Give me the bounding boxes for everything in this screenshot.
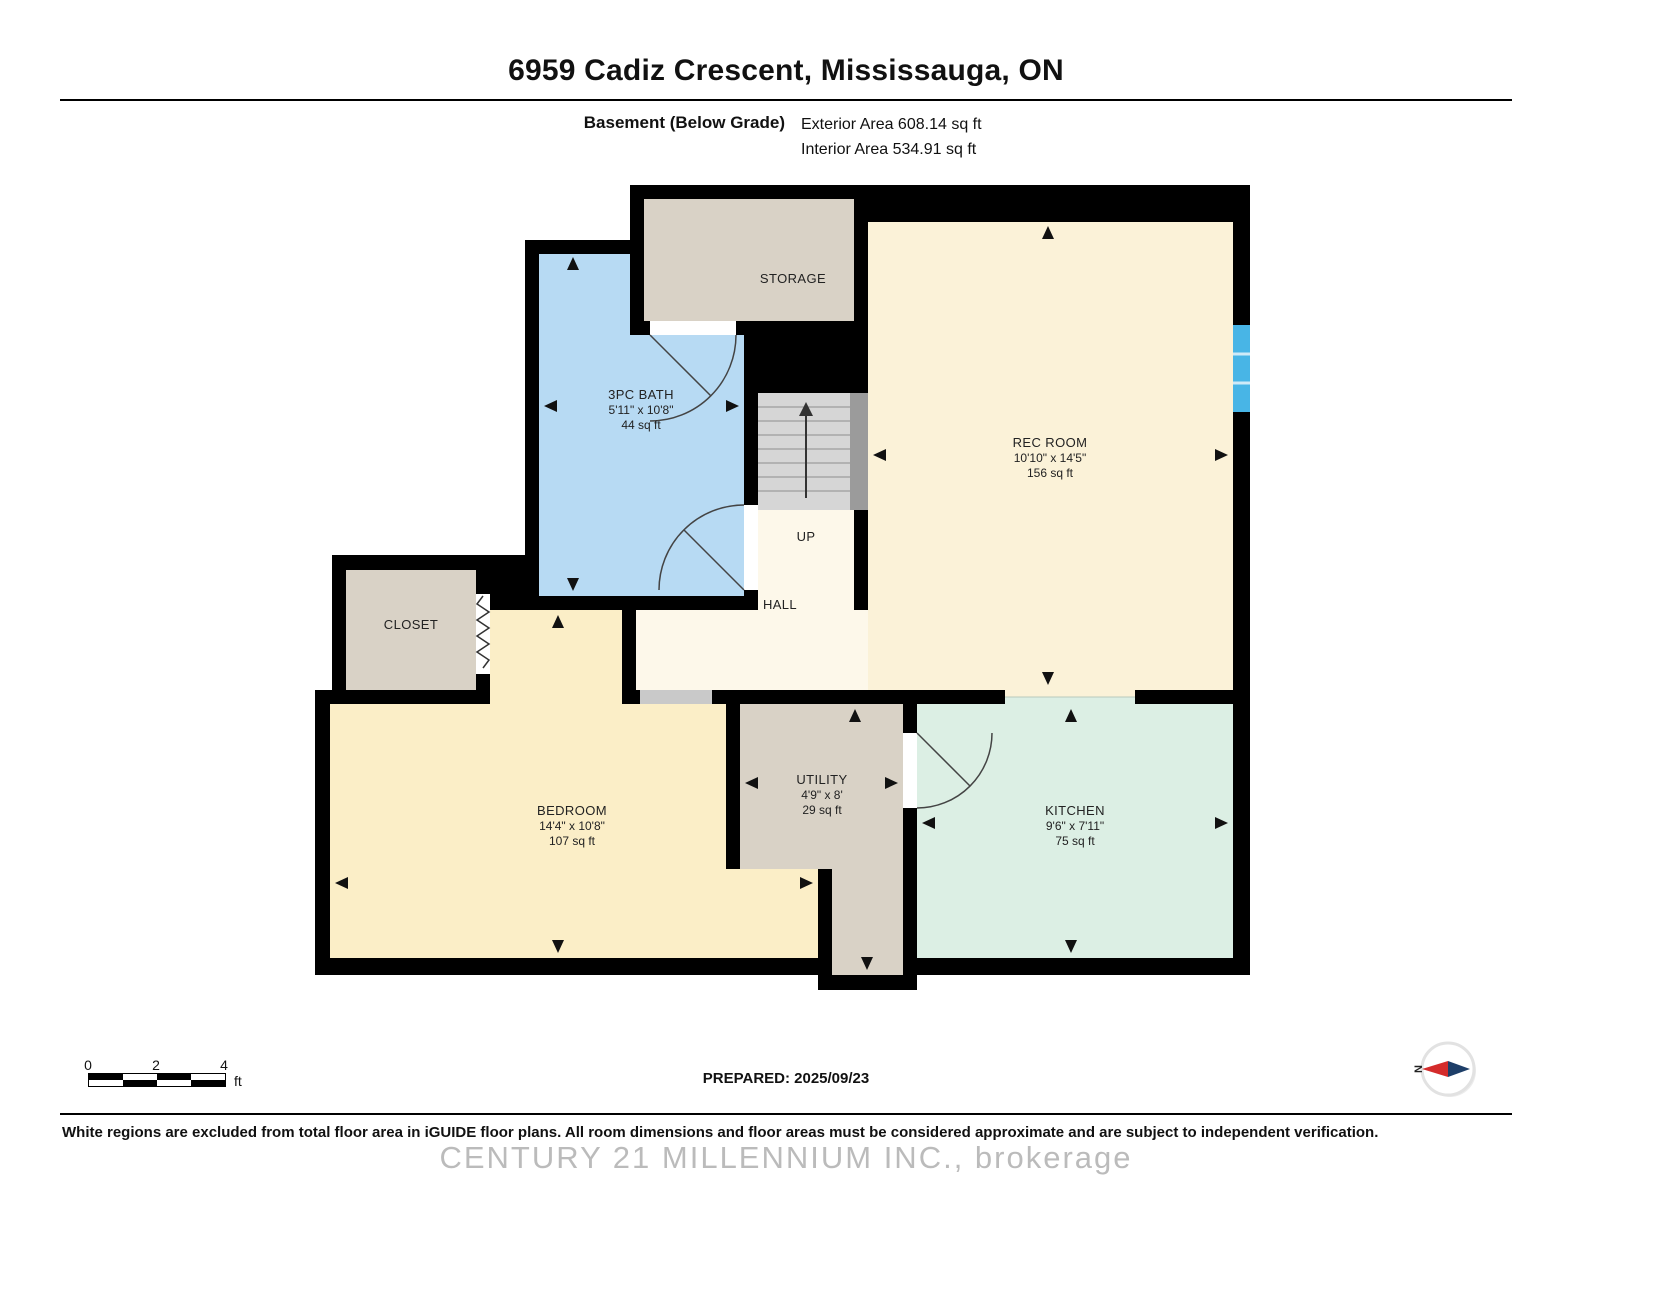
door-swings — [649, 334, 993, 809]
room-bedroom-dims: 14'4" x 10'8" — [539, 819, 605, 833]
room-utility-label: UTILITY — [796, 772, 847, 787]
door-gap-storage — [650, 321, 736, 335]
room-bath-label: 3PC BATH — [608, 387, 674, 402]
room-rec-area: 156 sq ft — [1027, 466, 1074, 480]
floor-plan: STORAGE 3PC BATH 5'11" x 10'8" 44 sq ft … — [315, 185, 1250, 990]
room-bath-area: 44 sq ft — [621, 418, 661, 432]
measure-arrow-icon — [552, 940, 564, 953]
room-storage-label: STORAGE — [760, 271, 826, 286]
room-rec-dims: 10'10" x 14'5" — [1014, 451, 1087, 465]
room-kitchen-label: KITCHEN — [1045, 803, 1105, 818]
door-leaf-storage — [649, 334, 712, 397]
measure-arrow-icon — [745, 777, 758, 789]
measure-arrow-icon — [885, 777, 898, 789]
room-storage-floor — [644, 199, 854, 321]
room-closet-label: CLOSET — [384, 617, 438, 632]
room-bedroom-area: 107 sq ft — [549, 834, 596, 848]
measure-arrows — [335, 226, 1228, 970]
measure-arrow-icon — [873, 449, 886, 461]
door-leaf-utility — [916, 732, 971, 787]
header-divider — [60, 99, 1512, 101]
stairs — [758, 393, 868, 510]
rec-kitchen-opening — [1005, 690, 1135, 704]
room-utility-dims: 4'9" x 8' — [801, 788, 843, 802]
hall-floor — [636, 510, 868, 690]
measure-arrow-icon — [1215, 817, 1228, 829]
room-bedroom-label: BEDROOM — [537, 803, 607, 818]
compass-icon: N — [1413, 1041, 1476, 1097]
measure-arrow-icon — [544, 400, 557, 412]
stairs-railing — [850, 393, 868, 510]
measure-arrow-icon — [1065, 709, 1077, 722]
measure-arrow-icon — [849, 709, 861, 722]
door-threshold-bedroom — [640, 690, 712, 704]
scale-bar-ruler — [88, 1073, 226, 1087]
room-rec-label: REC ROOM — [1013, 435, 1088, 450]
room-utility-area: 29 sq ft — [802, 803, 842, 817]
scale-tick-4: 4 — [220, 1057, 228, 1073]
scale-bar: 0 2 4 ft — [84, 1057, 242, 1089]
exterior-area: Exterior Area 608.14 sq ft — [801, 116, 982, 133]
prepared-date: PREPARED: 2025/09/23 — [702, 1070, 870, 1087]
measure-arrow-icon — [1215, 449, 1228, 461]
room-kitchen-dims: 9'6" x 7'11" — [1046, 819, 1104, 833]
stairs-up-label: UP — [797, 529, 816, 544]
hall-label: HALL — [763, 597, 797, 612]
page-title: 6959 Cadiz Crescent, Mississauga, ON — [508, 54, 1064, 87]
room-bedroom-floor — [330, 610, 818, 958]
measure-arrow-icon — [861, 957, 873, 970]
measure-arrow-icon — [1065, 940, 1077, 953]
room-utility-floor — [740, 704, 903, 975]
room-bath-floor — [539, 254, 744, 596]
interior-area: Interior Area 534.91 sq ft — [801, 141, 977, 158]
measure-arrow-icon — [567, 578, 579, 591]
measure-arrow-icon — [335, 877, 348, 889]
closet-rod-icon — [475, 594, 491, 674]
scale-tick-0: 0 — [84, 1057, 92, 1073]
measure-arrow-icon — [1042, 226, 1054, 239]
disclaimer-text: White regions are excluded from total fl… — [62, 1124, 1379, 1141]
measure-arrow-icon — [800, 877, 813, 889]
room-rec-floor — [868, 222, 1233, 690]
stairs-up-arrowhead-icon — [799, 402, 813, 416]
scale-tick-2: 2 — [152, 1057, 160, 1073]
measure-arrow-icon — [552, 615, 564, 628]
compass-needle-north — [1422, 1061, 1448, 1077]
door-gap-utility — [903, 733, 917, 808]
room-kitchen-floor — [917, 704, 1233, 958]
measure-arrow-icon — [922, 817, 935, 829]
room-kitchen-area: 75 sq ft — [1055, 834, 1095, 848]
measure-arrow-icon — [726, 400, 739, 412]
footer-divider — [60, 1113, 1512, 1115]
room-bath-dims: 5'11" x 10'8" — [609, 403, 674, 417]
area-summary: Exterior Area 608.14 sq ft Interior Area… — [801, 112, 982, 162]
room-closet-floor — [346, 570, 476, 690]
door-gap-bath — [744, 505, 758, 590]
floor-label: Basement (Below Grade) — [583, 113, 785, 132]
scale-unit-label: ft — [234, 1073, 242, 1089]
brokerage-watermark: CENTURY 21 MILLENNIUM INC., brokerage — [439, 1140, 1133, 1175]
compass-needle-south — [1448, 1061, 1470, 1077]
scale-bar-ticks: 0 2 4 — [84, 1057, 228, 1073]
compass-north-label: N — [1413, 1065, 1425, 1073]
window-icon — [1233, 325, 1250, 412]
door-arc-bath — [658, 504, 745, 591]
measure-arrow-icon — [1042, 672, 1054, 685]
door-leaf-bath — [683, 529, 745, 591]
measure-arrow-icon — [567, 257, 579, 270]
